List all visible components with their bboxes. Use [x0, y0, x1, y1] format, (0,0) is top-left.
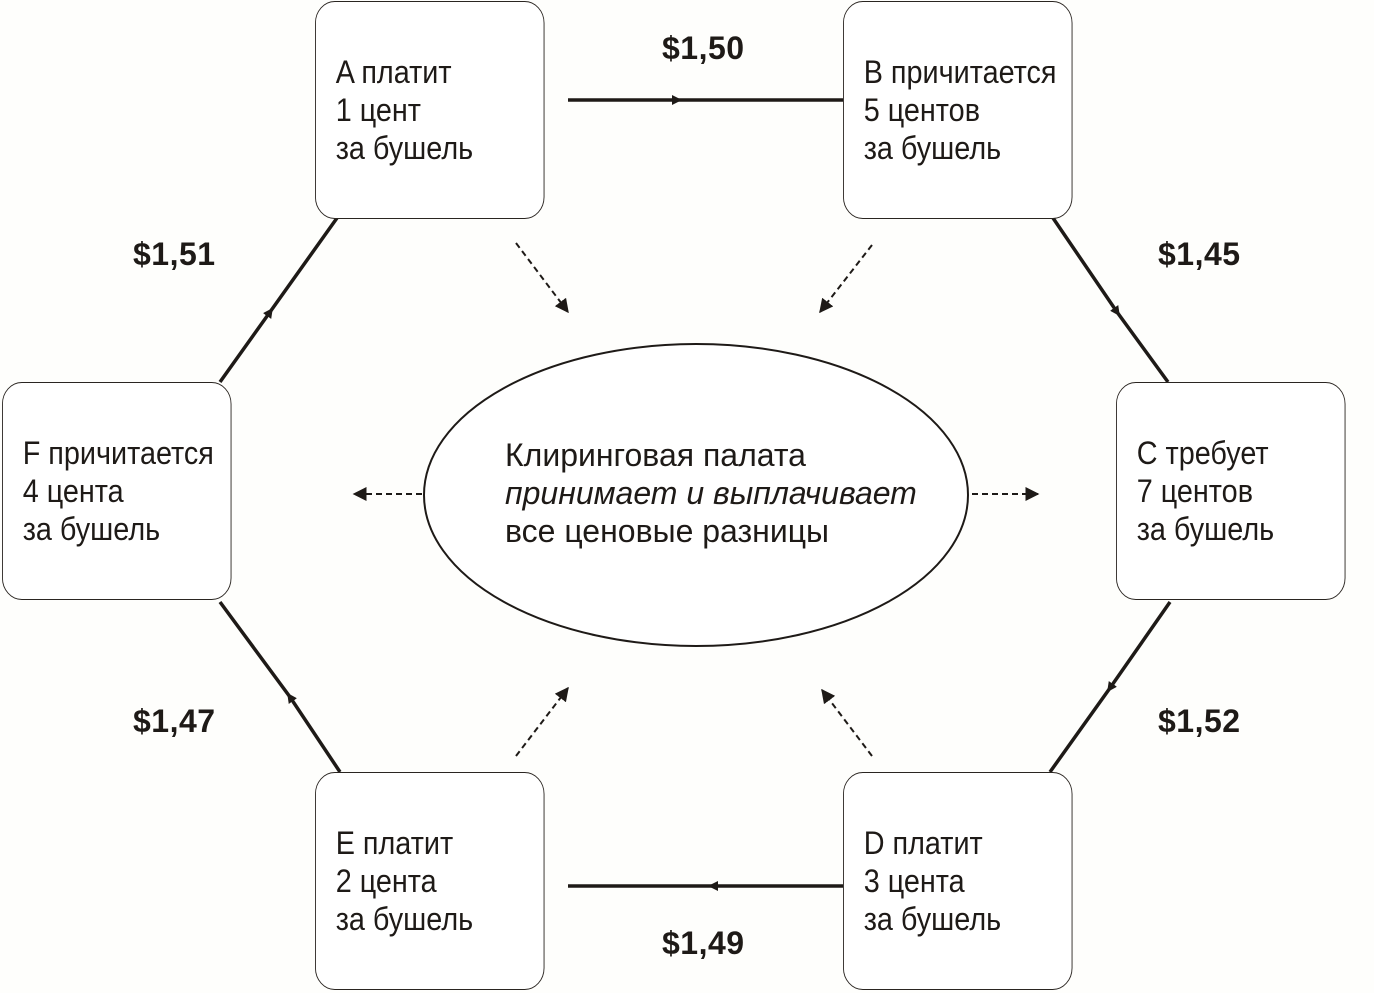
dashed-arrow-b-to-center [819, 244, 873, 314]
node-f-line3: за бушель [22, 511, 161, 547]
node-e-line2: 2 цента [335, 863, 437, 899]
node-b-line2: 5 центов [863, 92, 980, 128]
price-b-to-c: $1,45 [1158, 236, 1241, 272]
edge-b-to-c [1051, 217, 1170, 384]
price-f-to-a: $1,51 [133, 236, 216, 272]
edge-c-to-d [1048, 600, 1172, 774]
node-b: B причитается 5 центов за бушель [843, 1, 1073, 219]
node-c-line1: C требует [1136, 435, 1269, 471]
node-d: D платит 3 цента за бушель [843, 772, 1073, 990]
price-d-to-e: $1,49 [662, 925, 745, 961]
edge-e-to-f [218, 600, 342, 773]
node-b-line1: B причитается [863, 54, 1057, 90]
price-c-to-d: $1,52 [1158, 703, 1241, 739]
edge-f-to-a [218, 216, 339, 384]
node-a-line2: 1 цент [335, 92, 422, 128]
node-e-line1: E платит [335, 825, 454, 861]
node-d-line3: за бушель [863, 901, 1002, 937]
node-a: A платит 1 цент за бушель [315, 1, 545, 219]
clearing-house-line2: принимает и выплачивает [505, 475, 917, 511]
node-f-line2: 4 цента [22, 473, 124, 509]
node-e-line3: за бушель [335, 901, 474, 937]
dashed-arrow-d-to-center [821, 688, 873, 757]
node-c: C требует 7 центов за бушель [1116, 382, 1346, 600]
node-f-line1: F причитается [22, 435, 214, 471]
clearing-house-ellipse [423, 343, 969, 647]
node-a-line3: за бушель [335, 130, 474, 166]
node-b-line3: за бушель [863, 130, 1002, 166]
clearing-house-line3: все ценовые разницы [505, 513, 830, 549]
price-e-to-f: $1,47 [133, 703, 216, 739]
clearing-house-line1: Клиринговая палата [505, 437, 806, 473]
node-d-line1: D платит [863, 825, 983, 861]
node-e: E платит 2 цента за бушель [315, 772, 545, 990]
clearing-house-label: Клиринговая палата принимает и выплачива… [505, 436, 917, 550]
price-a-to-b: $1,50 [662, 30, 745, 66]
node-f: F причитается 4 цента за бушель [2, 382, 232, 600]
dashed-arrow-e-to-center [515, 686, 569, 757]
node-a-line1: A платит [335, 54, 452, 90]
node-c-line2: 7 центов [1136, 473, 1253, 509]
dashed-arrow-a-to-center [515, 242, 569, 314]
node-c-line3: за бушель [1136, 511, 1275, 547]
node-d-line2: 3 цента [863, 863, 965, 899]
